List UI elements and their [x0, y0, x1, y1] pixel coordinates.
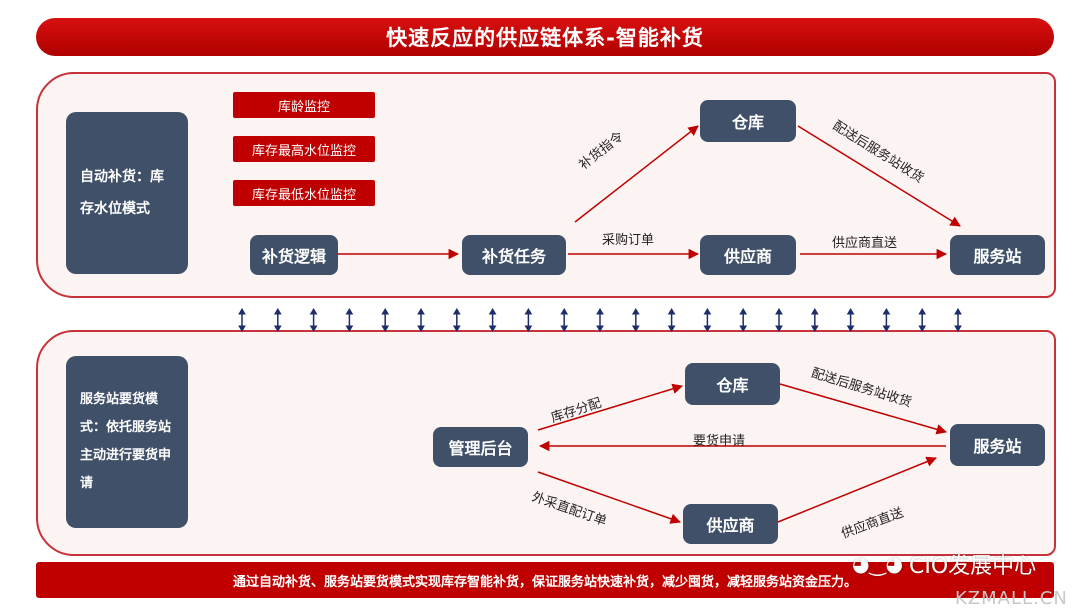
- bottom-mode-box: 服务站要货模式：依托服务站主动进行要货申请: [66, 356, 188, 528]
- arrow-supplier-station-b: [777, 456, 937, 523]
- connector-arrowhead: [810, 308, 819, 315]
- node-supplier-bottom: 供应商: [683, 504, 778, 544]
- connector-arrowhead: [667, 308, 676, 315]
- panel-connectors: [238, 308, 962, 332]
- label-supplier-direct-top: 供应商直送: [832, 236, 898, 251]
- connector-arrowhead: [846, 325, 855, 332]
- connector-arrowhead: [345, 325, 354, 332]
- node-admin: 管理后台: [433, 427, 528, 467]
- connector-arrowhead: [810, 325, 819, 332]
- node-station-bottom: 服务站: [950, 424, 1045, 466]
- connector-arrowhead: [775, 325, 783, 332]
- connector-arrowhead: [667, 325, 676, 332]
- connector-arrowhead: [596, 325, 604, 332]
- connector-arrowhead: [309, 308, 318, 315]
- diagram-title: 快速反应的供应链体系-智能补货: [36, 18, 1054, 56]
- node-warehouse-top: 仓库: [700, 100, 796, 142]
- label-purchase-order: 采购订单: [602, 233, 655, 248]
- connector-arrowhead: [596, 308, 604, 315]
- connector-arrowhead: [560, 308, 569, 315]
- connector-arrowhead: [417, 308, 425, 315]
- connector-arrowhead: [273, 325, 282, 332]
- watermark: ◕‿◕ CIO发展中心: [852, 548, 1036, 580]
- connector-arrowhead: [452, 325, 461, 332]
- arrow-warehouse-station: [797, 125, 961, 227]
- node-replenish-task: 补货任务: [462, 235, 566, 275]
- node-replenish-logic: 补货逻辑: [250, 235, 338, 275]
- arrow-admin-warehouse: [537, 383, 684, 431]
- node-supplier-top: 供应商: [700, 235, 796, 275]
- connector-arrowhead: [954, 308, 962, 315]
- connector-arrowhead: [631, 308, 640, 315]
- connector-arrowhead: [882, 325, 891, 332]
- watermark-text: CIO发展中心: [908, 554, 1037, 579]
- footer-summary: 通过自动补货、服务站要货模式实现库存智能补货，保证服务站快速补货，减少囤货，减轻…: [36, 562, 1054, 598]
- connector-arrowhead: [918, 325, 927, 332]
- node-warehouse-bottom: 仓库: [685, 363, 780, 405]
- watermark-site: KZMALL.CN: [955, 588, 1068, 609]
- connector-arrowhead: [918, 308, 927, 315]
- connector-arrowhead: [488, 325, 497, 332]
- connector-arrowhead: [417, 325, 425, 332]
- node-station-top: 服务站: [950, 235, 1045, 275]
- label-request: 要货申请: [693, 434, 746, 449]
- connector-arrowhead: [954, 325, 962, 332]
- connector-arrowhead: [273, 308, 282, 315]
- tag-stock-age: 库龄监控: [233, 92, 375, 118]
- connector-arrowhead: [703, 308, 712, 315]
- connector-arrowhead: [846, 308, 855, 315]
- connector-arrowhead: [381, 308, 390, 315]
- connector-arrowhead: [238, 308, 246, 315]
- connector-arrowhead: [739, 325, 748, 332]
- arrow-task-warehouse: [574, 125, 699, 223]
- connector-arrowhead: [309, 325, 318, 332]
- connector-arrowhead: [345, 308, 354, 315]
- connector-arrowhead: [775, 308, 783, 315]
- connector-arrowhead: [381, 325, 390, 332]
- connector-arrowhead: [452, 308, 461, 315]
- connector-arrowhead: [524, 325, 533, 332]
- arrow-warehouse-station-b: [779, 383, 948, 435]
- connector-arrowhead: [882, 308, 891, 315]
- tag-stock-max: 库存最高水位监控: [233, 136, 375, 162]
- connector-arrowhead: [739, 308, 748, 315]
- connector-arrowhead: [238, 325, 246, 332]
- connector-arrowhead: [560, 325, 569, 332]
- connector-arrowhead: [524, 308, 533, 315]
- chat-bubble-icon: ◕‿◕: [852, 552, 903, 576]
- top-mode-box: 自动补货：库存水位模式: [66, 112, 188, 274]
- tag-stock-min: 库存最低水位监控: [233, 180, 375, 206]
- connector-arrowhead: [703, 325, 712, 332]
- connector-arrowhead: [631, 325, 640, 332]
- arrow-admin-supplier: [537, 471, 681, 524]
- connector-arrowhead: [488, 308, 497, 315]
